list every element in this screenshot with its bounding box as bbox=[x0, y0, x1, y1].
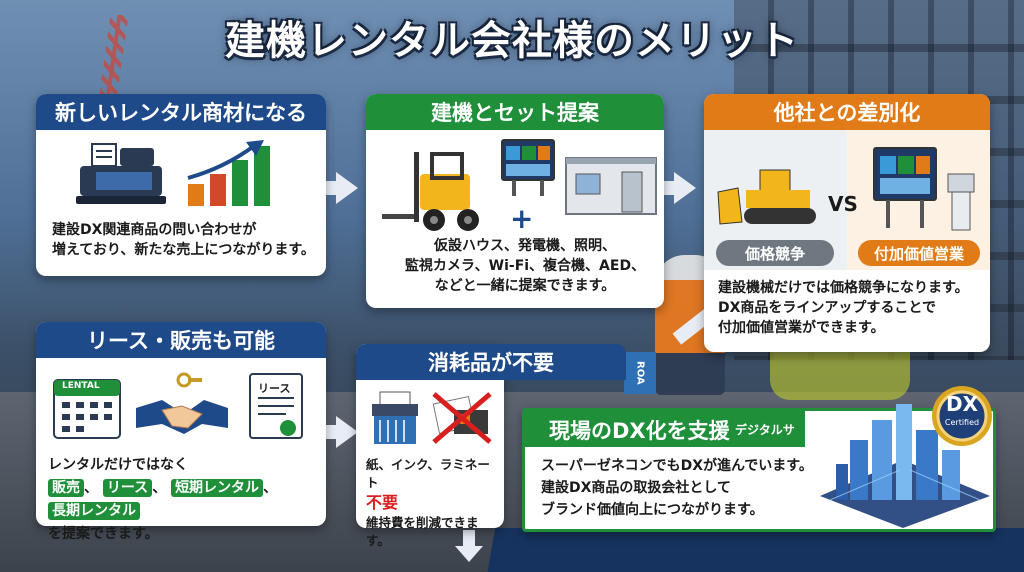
no-paper-ink-icon bbox=[432, 392, 492, 444]
card-text-line: スーパーゼネコンでもDXが進んでいます。 bbox=[541, 458, 813, 474]
card-text: 建設DX関連商品の問い合わせが 増えており、新たな売上につながります。 bbox=[52, 220, 322, 260]
footer-band bbox=[0, 528, 1024, 572]
card-text: 紙、インク、ラミネート 不要 維持費を削減できます。 bbox=[366, 456, 502, 550]
prefab-house-icon bbox=[565, 157, 657, 215]
card-text-line: 仮設ハウス、発電機、照明、 bbox=[434, 238, 616, 254]
card-text: スーパーゼネコンでもDXが進んでいます。 建設DX商品の取扱会社として ブランド… bbox=[541, 455, 841, 521]
card-text-line: を提案できます。 bbox=[48, 526, 159, 542]
kiosk-icon bbox=[947, 173, 975, 231]
right-arrow-icon bbox=[336, 416, 358, 448]
chip-short-rental: 短期レンタル bbox=[171, 479, 264, 497]
vs-label: VS bbox=[828, 192, 858, 216]
signage-board-icon bbox=[873, 147, 937, 228]
down-arrow-icon bbox=[455, 546, 483, 562]
chip-lease: リース bbox=[102, 479, 153, 497]
forklift-icon bbox=[382, 152, 479, 231]
cash-register-icon bbox=[76, 143, 166, 204]
right-arrow-icon bbox=[674, 172, 696, 204]
card-text-line: 紙、インク、ラミネート bbox=[366, 457, 490, 490]
option-chips: 販売、 リース、 短期レンタル、 長期レンタル bbox=[48, 477, 322, 523]
page-title: 建機レンタル会社様のメリット bbox=[225, 18, 799, 64]
card-text-line: 建設DX関連商品の問い合わせが bbox=[52, 222, 257, 238]
calendar-icon bbox=[53, 379, 121, 439]
down-arrow-label: ROA bbox=[624, 352, 656, 394]
chip-long-rental: 長期レンタル bbox=[48, 502, 140, 520]
bulldozer-icon bbox=[717, 169, 816, 225]
card-new-rental-product: 新しいレンタル商材になる 建設DX関連商品の問い合わせが 増えており、新たな売上… bbox=[36, 94, 326, 276]
badge-subtitle: Certified bbox=[944, 418, 980, 427]
no-need-highlight: 不要 bbox=[366, 493, 399, 512]
chip-sales: 販売 bbox=[48, 479, 84, 497]
card-text-line: 建設DX商品の取扱会社として bbox=[541, 480, 731, 496]
card-heading: 他社との差別化 bbox=[704, 94, 990, 130]
signage-board-icon bbox=[501, 139, 555, 196]
card-heading: リース・販売も可能 bbox=[36, 322, 326, 358]
card-text-line: レンタルだけではなく bbox=[48, 457, 188, 473]
card-text-line: DX商品をラインアップすることで bbox=[718, 300, 936, 316]
card-no-consumables: 消耗品が不要 紙、インク、ラミネート 不要 維持費を削減できます。 bbox=[356, 344, 626, 548]
card-heading-bar bbox=[525, 411, 805, 447]
card-text: レンタルだけではなく 販売、 リース、 短期レンタル、 長期レンタル を提案でき… bbox=[48, 454, 322, 546]
card-text-line: などと一緒に提案できます。 bbox=[434, 278, 616, 294]
card-text: 建設機械だけでは価格競争になります。 DX商品をラインアップすることで 付加価値… bbox=[718, 278, 990, 338]
card-text-line: 増えており、新たな売上につながります。 bbox=[52, 242, 315, 258]
smart-city-icon bbox=[820, 404, 990, 528]
contract-label: リース bbox=[258, 382, 291, 395]
card-text-line: 維持費を削減できます。 bbox=[366, 515, 479, 548]
card-heading: 現場のDX化を支援 bbox=[549, 419, 730, 443]
badge-title: DX bbox=[945, 392, 979, 416]
growth-chart-icon bbox=[187, 140, 270, 206]
card-text-line: 建設機械だけでは価格競争になります。 bbox=[718, 280, 969, 296]
card-text-line: ブランド価値向上につながります。 bbox=[541, 502, 764, 518]
plus-icon: + bbox=[510, 202, 534, 235]
card-heading-tag: デジタルサ bbox=[735, 423, 795, 437]
right-arrow-icon bbox=[336, 172, 358, 204]
card-differentiation: 他社との差別化 VS 価格競争 付加価値営業 建設機械だけでは価格競争になります… bbox=[704, 94, 990, 352]
dx-certified-badge-icon bbox=[932, 386, 992, 446]
price-competition-pill: 価格競争 bbox=[716, 240, 834, 266]
calendar-label: LENTAL bbox=[62, 381, 100, 391]
handshake-key-icon bbox=[136, 372, 228, 434]
card-text-line: 付加価値営業ができます。 bbox=[718, 320, 885, 336]
contract-document-icon bbox=[249, 373, 303, 439]
card-heading: 消耗品が不要 bbox=[356, 344, 626, 380]
down-arrow-tail bbox=[463, 530, 475, 548]
card-text: 仮設ハウス、発電機、照明、 監視カメラ、Wi-Fi、複合機、AED、 などと一緒… bbox=[390, 236, 660, 296]
card-heading: 建機とセット提案 bbox=[366, 94, 664, 130]
value-sales-pill: 付加価値営業 bbox=[858, 240, 980, 266]
shredder-icon bbox=[372, 391, 418, 444]
card-lease-sales: リース・販売も可能 LENTAL リース レンタルだけではなく bbox=[36, 322, 326, 542]
down-arrow-label-text: ROA bbox=[634, 361, 646, 385]
card-heading: 新しいレンタル商材になる bbox=[36, 94, 326, 130]
card-text-line: 監視カメラ、Wi-Fi、複合機、AED、 bbox=[404, 258, 646, 274]
card-set-proposal: 建機とセット提案 + 仮設ハウス、発電機、照 bbox=[366, 94, 664, 308]
